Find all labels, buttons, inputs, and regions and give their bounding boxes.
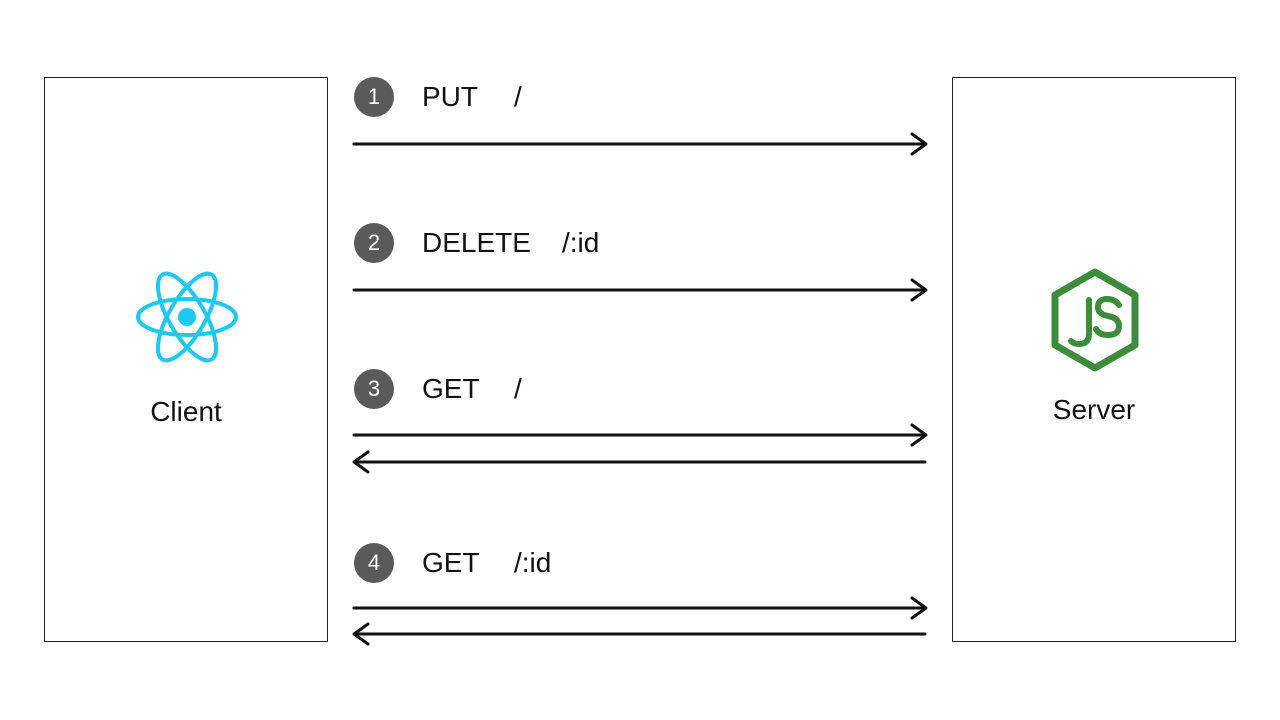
client-label: Client (150, 396, 222, 427)
request-arrow-2 (352, 278, 928, 302)
step-1: 1 PUT / (354, 77, 522, 117)
server-label: Server (1052, 394, 1136, 425)
step-number-badge: 2 (354, 223, 394, 263)
nodejs-icon (1051, 268, 1139, 372)
step-number-badge: 3 (354, 369, 394, 409)
endpoint-path: / (514, 81, 522, 112)
http-method: DELETE (422, 227, 531, 258)
endpoint-path: / (514, 373, 522, 404)
response-arrow-4 (352, 622, 927, 646)
step-number-badge: 1 (354, 77, 394, 117)
http-method: GET (422, 373, 480, 404)
step-4: 4 GET /:id (354, 543, 551, 583)
http-method: GET (422, 547, 480, 578)
server-box: Server (952, 77, 1236, 642)
http-method: PUT (422, 81, 478, 112)
client-box: Client (44, 77, 328, 642)
response-arrow-3 (352, 450, 927, 474)
step-2: 2 DELETE /:id (354, 223, 599, 263)
request-arrow-4 (352, 596, 928, 620)
endpoint-path: /:id (514, 547, 552, 578)
react-icon (136, 271, 238, 363)
request-arrow-3 (352, 423, 928, 447)
step-3: 3 GET / (354, 369, 522, 409)
endpoint-path: /:id (562, 227, 600, 258)
step-number-badge: 4 (354, 543, 394, 583)
request-arrow-1 (352, 132, 928, 156)
